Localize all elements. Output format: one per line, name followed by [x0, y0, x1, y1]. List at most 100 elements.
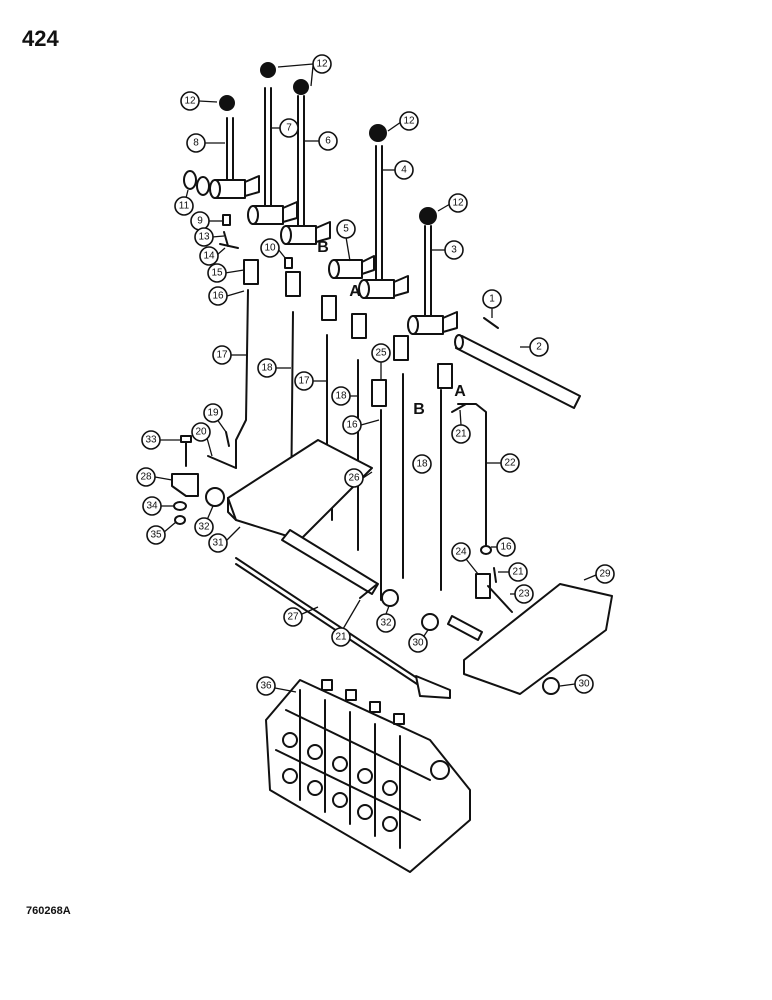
callout-21-b: 21	[498, 562, 528, 582]
callout-9: 9	[190, 211, 222, 231]
callout-29: 29	[583, 564, 615, 584]
callout-30-b: 30	[559, 674, 594, 694]
callout-16-a: 16	[208, 286, 245, 306]
svg-text:16: 16	[212, 291, 224, 302]
svg-text:1: 1	[489, 294, 495, 305]
svg-text:16: 16	[346, 420, 358, 431]
knob-2	[293, 79, 309, 95]
callout-5: 5	[336, 219, 356, 262]
bracket-28	[171, 473, 199, 497]
svg-text:21: 21	[512, 567, 524, 578]
lever-3	[407, 225, 458, 335]
callout-12-c: 12	[180, 91, 218, 111]
callout-18-a: 18	[257, 358, 291, 378]
svg-text:35: 35	[150, 530, 162, 541]
callout-2: 2	[520, 337, 549, 357]
bolt-23	[487, 585, 513, 613]
callout-19: 19	[203, 403, 227, 433]
callout-4: 4	[383, 160, 414, 180]
svg-text:28: 28	[140, 472, 152, 483]
callout-12-d: 12	[387, 111, 419, 132]
fitting-9	[222, 214, 231, 226]
pedal-29	[447, 583, 613, 695]
svg-text:17: 17	[298, 376, 310, 387]
svg-text:25: 25	[375, 348, 387, 359]
bolt-33	[180, 435, 192, 467]
callout-14: 14	[199, 246, 226, 266]
callout-24: 24	[451, 542, 479, 575]
callout-16-b: 16	[342, 415, 380, 435]
callout-12-a: 12	[277, 54, 332, 74]
nut-16	[480, 545, 492, 555]
arm-21	[359, 584, 377, 599]
ref-letter-a-lower: A	[454, 383, 466, 400]
ref-letter-a-upper: A	[349, 283, 361, 300]
svg-text:32: 32	[380, 618, 392, 629]
svg-text:12: 12	[403, 116, 415, 127]
svg-text:24: 24	[455, 547, 467, 558]
bushing-32-left	[205, 487, 225, 507]
callout-12-b	[310, 65, 314, 87]
svg-text:7: 7	[286, 123, 292, 134]
svg-text:5: 5	[343, 224, 349, 235]
svg-text:13: 13	[198, 232, 210, 243]
pin-19	[225, 431, 230, 447]
svg-text:30: 30	[412, 638, 424, 649]
lever-7	[247, 87, 298, 225]
washer-34	[173, 501, 187, 511]
fitting-10	[284, 257, 293, 269]
callout-15: 15	[207, 263, 245, 283]
svg-text:9: 9	[197, 216, 203, 227]
svg-text:22: 22	[504, 458, 516, 469]
svg-text:11: 11	[179, 201, 190, 212]
control-valve-36	[265, 679, 471, 873]
lever-8	[209, 117, 260, 199]
washers-11	[183, 170, 210, 196]
pedal-31	[227, 439, 373, 541]
svg-text:19: 19	[207, 408, 219, 419]
callout-11: 11	[174, 189, 194, 216]
svg-text:6: 6	[325, 136, 331, 147]
svg-text:12: 12	[316, 59, 328, 70]
callout-31: 31	[208, 526, 241, 553]
callout-21-c: 21	[331, 599, 361, 647]
pin-21-lower	[493, 567, 497, 583]
svg-text:33: 33	[145, 435, 157, 446]
svg-text:8: 8	[193, 138, 199, 149]
callout-20: 20	[191, 422, 213, 457]
knob-5	[419, 207, 437, 225]
bolt-14	[219, 243, 239, 249]
knob-3	[219, 95, 235, 111]
clevis-24	[475, 573, 491, 599]
callout-33: 33	[141, 430, 181, 450]
callout-18-c: 18	[412, 454, 432, 474]
pedal-shaft	[281, 529, 379, 595]
lever-5-hub	[328, 255, 375, 279]
callout-35: 35	[146, 521, 177, 545]
callout-8: 8	[186, 133, 225, 153]
callout-26: 26	[344, 468, 373, 488]
svg-text:15: 15	[211, 268, 223, 279]
svg-text:26: 26	[348, 473, 360, 484]
callout-17-a: 17	[212, 345, 246, 365]
bushing-30-right	[542, 677, 560, 695]
svg-text:21: 21	[455, 429, 467, 440]
ref-letter-b-lower: B	[413, 401, 425, 418]
svg-text:18: 18	[261, 363, 273, 374]
svg-text:12: 12	[184, 96, 196, 107]
nut-35	[174, 515, 186, 525]
svg-text:18: 18	[416, 459, 428, 470]
callout-28: 28	[136, 467, 173, 487]
callout-34: 34	[142, 496, 174, 516]
callout-17-b: 17	[294, 371, 326, 391]
lever-4	[358, 145, 409, 299]
knob-1	[260, 62, 276, 78]
svg-text:16: 16	[500, 542, 512, 553]
svg-text:20: 20	[195, 427, 207, 438]
callout-23: 23	[510, 584, 534, 604]
callout-7: 7	[272, 118, 299, 138]
control-rods	[235, 289, 442, 601]
figure-code: 760268A	[26, 905, 71, 917]
svg-text:23: 23	[518, 589, 530, 600]
